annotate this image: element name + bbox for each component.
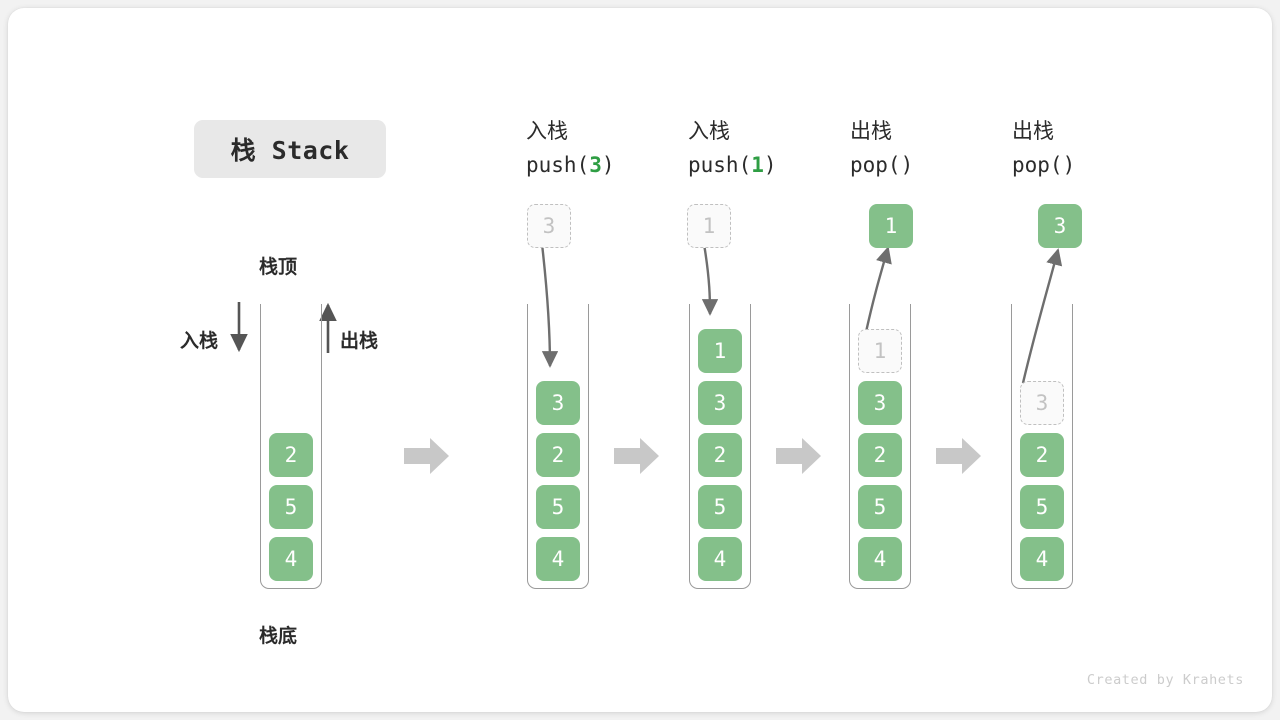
stack-cell: 5 xyxy=(269,485,313,529)
stage-head-code-suffix: ) xyxy=(900,153,914,177)
floating-value-pop-3: 3 xyxy=(1038,204,1082,248)
stack-cell: 4 xyxy=(269,537,313,581)
stack-cell: 5 xyxy=(536,485,580,529)
stack-cell: 4 xyxy=(536,537,580,581)
stack-cell: 2 xyxy=(1020,433,1064,477)
stage-head-cn: 入栈 xyxy=(526,119,568,143)
stack-container-pop-1 xyxy=(849,304,911,589)
stack-cell: 2 xyxy=(858,433,902,477)
stack-container-initial xyxy=(260,304,322,589)
stack-cell: 5 xyxy=(1020,485,1064,529)
stage-transition-arrow xyxy=(936,438,981,474)
stage-transition-arrow xyxy=(404,438,449,474)
stack-container-push-1 xyxy=(689,304,751,589)
diagram-card: 栈 Stack 入栈 出栈 栈顶 栈底 2 5 xyxy=(8,8,1272,712)
stack-cell: 4 xyxy=(698,537,742,581)
stage-transition-arrow xyxy=(614,438,659,474)
stack-cell: 3 xyxy=(536,381,580,425)
floating-value-push-3: 3 xyxy=(527,204,571,248)
credit-text: Created by Krahets xyxy=(1086,672,1244,688)
stage-head-cn: 出栈 xyxy=(1012,119,1054,143)
stack-cell: 4 xyxy=(858,537,902,581)
popped-ghost-cell: 3 xyxy=(1020,381,1064,425)
stage-head-cn: 出栈 xyxy=(850,119,892,143)
stage-head-code-suffix: ) xyxy=(1062,153,1076,177)
label-pop-side: 出栈 xyxy=(340,330,379,352)
page-title: 栈 Stack xyxy=(230,136,350,165)
label-push-side: 入栈 xyxy=(180,330,219,352)
floating-value-push-1: 1 xyxy=(687,204,731,248)
stack-cell: 2 xyxy=(269,433,313,477)
stack-cell: 2 xyxy=(698,433,742,477)
arrow-layer xyxy=(230,243,1063,384)
stage-head-cn: 入栈 xyxy=(688,119,730,143)
stage-head-code-num: 1 xyxy=(751,153,764,177)
stage-head-pop-1: 出栈 pop() xyxy=(850,114,913,182)
stack-cell: 4 xyxy=(1020,537,1064,581)
stage-head-code-suffix: ) xyxy=(601,153,615,177)
stage-head-code-prefix: push( xyxy=(526,153,590,177)
stage-head-push-3: 入栈 push(3) xyxy=(526,114,615,182)
popped-ghost-cell: 1 xyxy=(858,329,902,373)
diagram-title-chip: 栈 Stack xyxy=(194,120,386,178)
stage-head-code-suffix: ) xyxy=(763,153,777,177)
stage-head-push-1: 入栈 push(1) xyxy=(688,114,777,182)
stack-container-pop-3 xyxy=(1011,304,1073,589)
stage-head-pop-3: 出栈 pop() xyxy=(1012,114,1075,182)
stage-head-code-num: 3 xyxy=(589,153,602,177)
stage-transition-arrow xyxy=(776,438,821,474)
label-stack-top: 栈顶 xyxy=(259,256,298,278)
stack-cell: 3 xyxy=(698,381,742,425)
stack-cell: 5 xyxy=(698,485,742,529)
stack-cell: 3 xyxy=(858,381,902,425)
stage-head-code-prefix: pop( xyxy=(1012,153,1063,177)
stage-head-code-prefix: pop( xyxy=(850,153,901,177)
stack-container-push-3 xyxy=(527,304,589,589)
floating-value-pop-1: 1 xyxy=(869,204,913,248)
stack-cell: 2 xyxy=(536,433,580,477)
stage-head-code-prefix: push( xyxy=(688,153,752,177)
stack-cell: 1 xyxy=(698,329,742,373)
stack-cell: 5 xyxy=(858,485,902,529)
label-stack-bottom: 栈底 xyxy=(259,625,298,647)
